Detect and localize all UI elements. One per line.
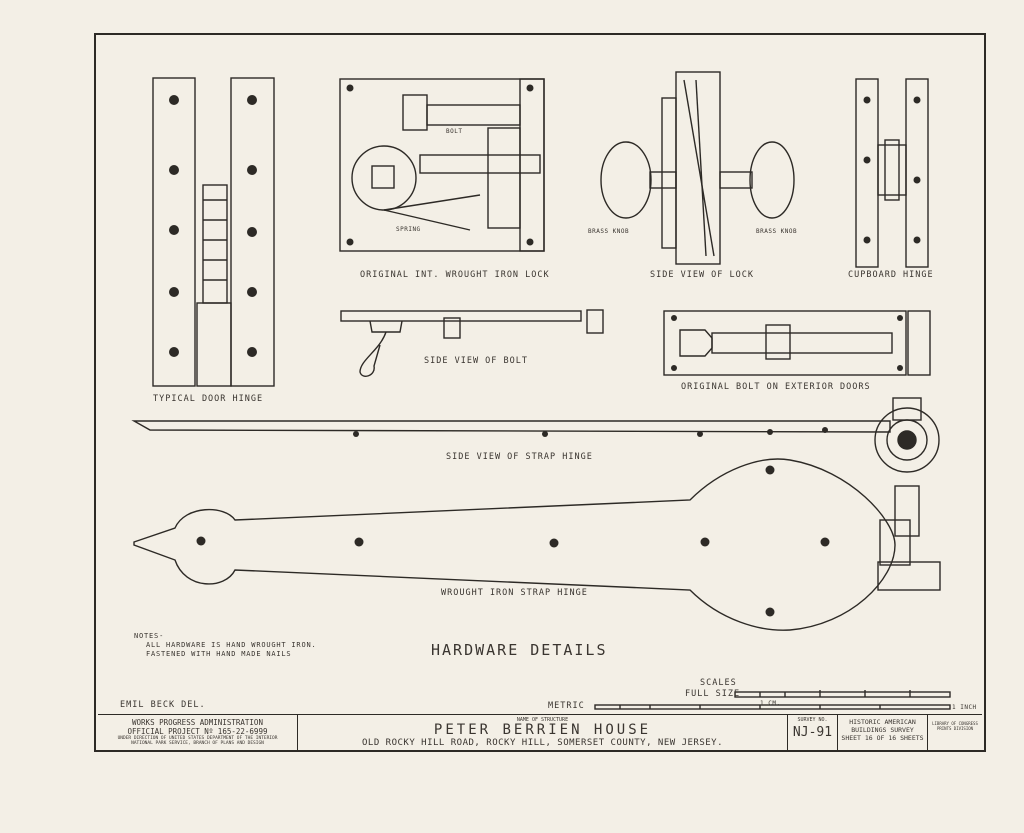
notes-heading: NOTES- <box>134 632 165 640</box>
structure-address: OLD ROCKY HILL ROAD, ROCKY HILL, SOMERSE… <box>361 738 724 748</box>
label-original-bolt: ORIGINAL BOLT ON EXTERIOR DOORS <box>681 382 871 392</box>
sheet-title: HARDWARE DETAILS <box>431 641 608 659</box>
label-typical-door-hinge: TYPICAL DOOR HINGE <box>153 394 264 404</box>
habs-line-1: HISTORIC AMERICAN <box>849 718 916 726</box>
scale-unit-inch: 1 INCH <box>952 704 977 711</box>
strap-hinge-drawing <box>133 458 941 631</box>
notes: NOTES- ALL HARDWARE IS HAND WROUGHT IRON… <box>134 632 317 659</box>
cupboard-hinge-drawing <box>855 78 929 268</box>
agency-line-4: NATIONAL PARK SERVICE, BRANCH OF PLANS A… <box>131 741 264 746</box>
drawing-border <box>94 33 986 752</box>
exterior-bolt-drawing <box>663 310 931 376</box>
agency-line-3: UNDER DIRECTION OF UNITED STATES DEPARTM… <box>117 736 278 741</box>
scale-metric: METRIC <box>548 701 585 711</box>
notes-line-2: FASTENED WITH HAND MADE NAILS <box>146 650 292 658</box>
label-original-lock: ORIGINAL INT. WROUGHT IRON LOCK <box>360 270 550 280</box>
survey-cell: SURVEY NO. NJ-91 <box>788 715 838 751</box>
title-block: WORKS PROGRESS ADMINISTRATION OFFICIAL P… <box>98 714 982 751</box>
notes-line-1: ALL HARDWARE IS HAND WROUGHT IRON. <box>146 641 317 649</box>
label-bolt: BOLT <box>446 128 463 135</box>
agency-line-2: OFFICIAL PROJECT Nº 165-22-6999 <box>127 727 268 736</box>
library-line-1: LIBRARY OF CONGRESS <box>932 721 978 726</box>
label-side-view-strap: SIDE VIEW OF STRAP HINGE <box>446 452 593 462</box>
label-cupboard-hinge: CUPBOARD HINGE <box>848 270 934 280</box>
sheet-of: SHEET 16 OF 16 SHEETS <box>841 734 924 742</box>
survey-number: NJ-91 <box>792 725 833 740</box>
structure-cell: NAME OF STRUCTURE PETER BERRIEN HOUSE OL… <box>298 715 788 751</box>
label-side-view-bolt: SIDE VIEW OF BOLT <box>424 356 528 366</box>
label-strap-hinge: WROUGHT IRON STRAP HINGE <box>441 588 588 598</box>
survey-caption: SURVEY NO. <box>797 717 828 723</box>
scale-unit-cm: 1 CM. <box>760 700 781 707</box>
scales-heading: SCALES <box>700 678 737 688</box>
scale-full-size: FULL SIZE <box>685 689 741 699</box>
structure-caption: NAME OF STRUCTURE <box>516 717 569 723</box>
label-side-view-lock: SIDE VIEW OF LOCK <box>650 270 754 280</box>
delineator: EMIL BECK DEL. <box>120 700 206 710</box>
side-view-lock-drawing <box>600 71 795 265</box>
side-view-bolt-drawing <box>340 309 604 377</box>
habs-cell: HISTORIC AMERICAN BUILDINGS SURVEY SHEET… <box>838 715 928 751</box>
label-spring: SPRING <box>396 226 421 233</box>
strap-side-view-drawing <box>131 397 940 473</box>
typical-door-hinge-drawing <box>152 77 275 387</box>
agency-line-1: WORKS PROGRESS ADMINISTRATION <box>132 718 263 727</box>
structure-name: PETER BERRIEN HOUSE <box>433 722 652 738</box>
label-brass-knob-left: BRASS KNOB <box>588 228 630 235</box>
library-cell: LIBRARY OF CONGRESS PRINTS DIVISION <box>928 715 982 751</box>
agency-cell: WORKS PROGRESS ADMINISTRATION OFFICIAL P… <box>98 715 298 751</box>
library-line-2: PRINTS DIVISION <box>936 726 974 731</box>
original-lock-drawing <box>339 78 545 252</box>
habs-line-2: BUILDINGS SURVEY <box>851 726 914 734</box>
scale-bars <box>594 690 951 710</box>
label-brass-knob-right: BRASS KNOB <box>756 228 798 235</box>
